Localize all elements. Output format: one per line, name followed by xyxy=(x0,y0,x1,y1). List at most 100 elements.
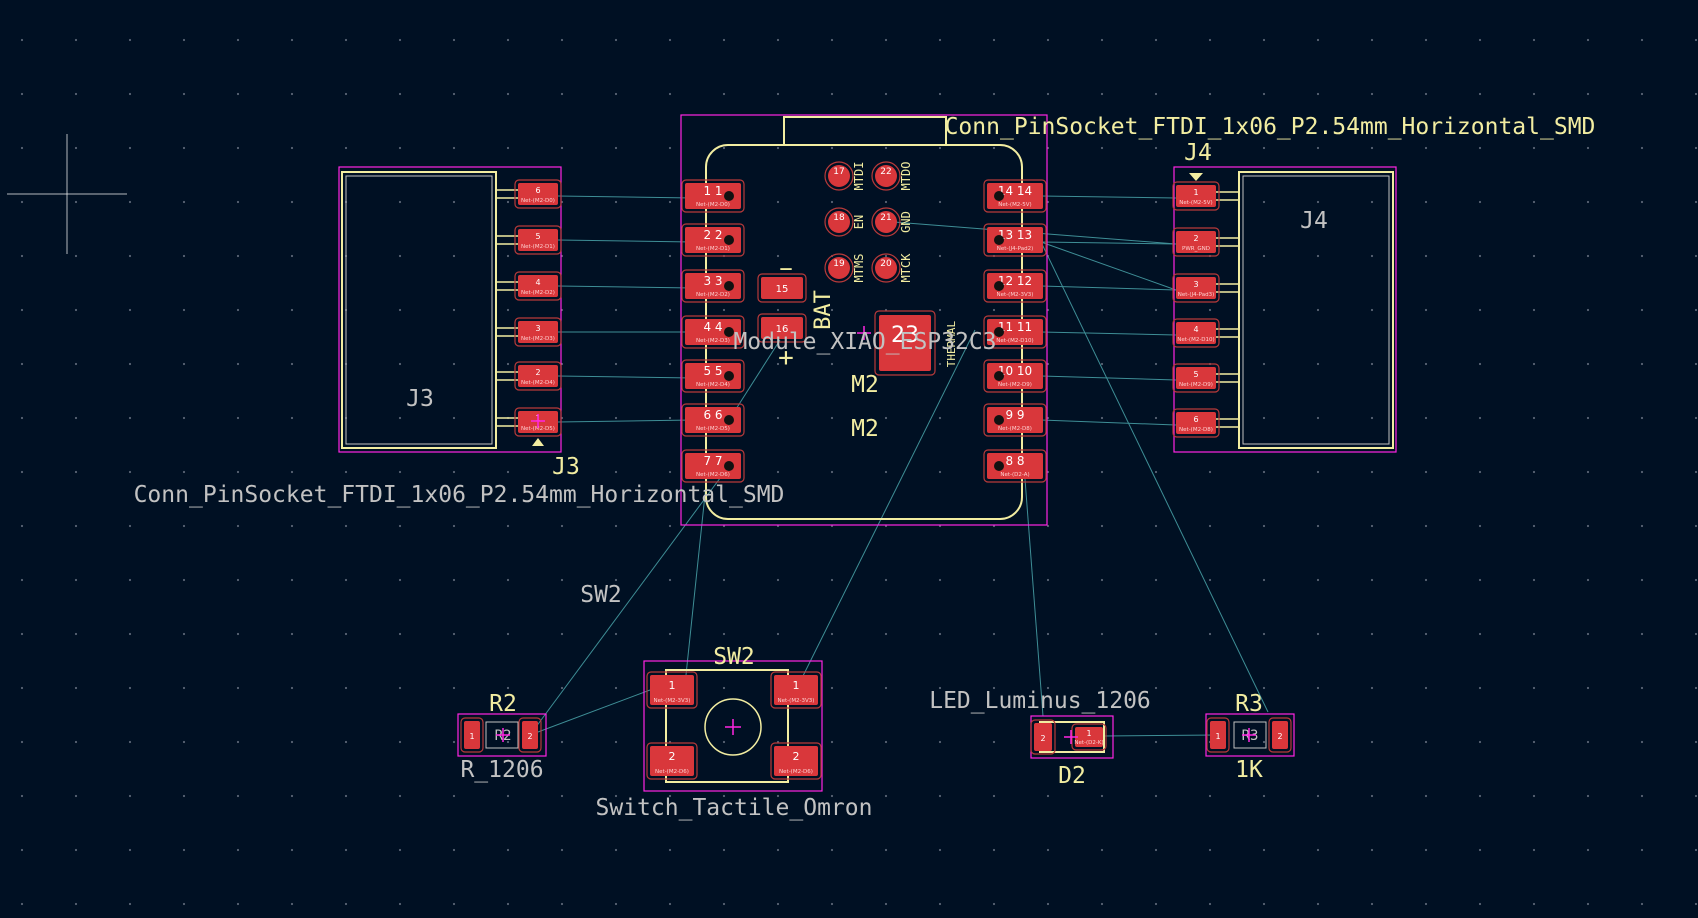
r3-pad-1[interactable]: 1 xyxy=(1206,717,1230,753)
r2-pad-2-clearance xyxy=(518,717,542,753)
r3-pad-2-clearance xyxy=(1268,717,1292,753)
j3-value-label: Conn_PinSocket_FTDI_1x06_P2.54mm_Horizon… xyxy=(134,482,785,508)
m2-bat-label: BAT xyxy=(811,290,836,330)
j3-pad-4-clearance xyxy=(514,271,562,301)
m2-pad-8[interactable]: 8 8 Net-(D2-A) xyxy=(983,449,1047,483)
m2-pad-13-clearance xyxy=(983,223,1047,257)
r2-pad-2[interactable]: 2 xyxy=(518,717,542,753)
m2-thermal-pad[interactable]: 23 xyxy=(874,310,936,376)
m2-value-label: M2 xyxy=(851,416,879,442)
m2-pad-hole xyxy=(724,415,734,425)
footprint-r2[interactable]: 12R2 xyxy=(457,713,547,757)
sw2-pad-2-number: 1 xyxy=(793,679,800,692)
m2-pad-13-net: Net-(J4-Pad2) xyxy=(997,246,1033,252)
footprint-sw2[interactable]: 1Net-(M2-3V3)1Net-(M2-3V3)2Net-(M2-D6)2N… xyxy=(643,660,823,792)
r2-anchor xyxy=(496,728,510,742)
m2-pad-2-number: 2 2 xyxy=(703,228,722,242)
m2-bat-pad-15[interactable]: 15 xyxy=(757,273,807,303)
m2-pad-hole xyxy=(994,327,1004,337)
sw2-pad-3-number: 2 xyxy=(669,750,676,763)
j4-ref-label: J4 xyxy=(1184,140,1212,166)
r3-pad-2-copper xyxy=(1272,721,1288,749)
j3-body-fab xyxy=(345,175,493,445)
j3-anchor xyxy=(531,414,545,428)
sw2-anchor xyxy=(725,719,741,735)
r2-pad-1[interactable]: 1 xyxy=(460,717,484,753)
m2-pad-6-number: 6 6 xyxy=(703,408,722,422)
r3-pad-2[interactable]: 2 xyxy=(1268,717,1292,753)
j4-body-outline xyxy=(1238,171,1394,449)
m2-jtag-num: 18 xyxy=(833,213,845,223)
m2-pad-4-number: 4 4 xyxy=(703,320,722,334)
m2-pad-8-number: 8 8 xyxy=(1005,454,1024,468)
j4-pad-2-net: PWR_GND xyxy=(1182,246,1210,252)
m2-bat-pad-16[interactable]: 16 xyxy=(757,313,807,343)
m2-bat-minus: − xyxy=(779,257,792,282)
m2-pad-9-clearance xyxy=(983,403,1047,437)
d2-pad-1-number: 1 xyxy=(1086,729,1091,738)
j3-pad-6-clearance xyxy=(514,179,562,209)
sw2-pad-1-net: Net-(M2-3V3) xyxy=(654,698,691,704)
sw2-pad-2-clearance xyxy=(770,671,822,709)
sw2-courtyard xyxy=(643,660,823,792)
m2-pad-hole xyxy=(994,461,1004,471)
j4-pad-3-clearance xyxy=(1172,273,1220,303)
j4-pad-4-number: 4 xyxy=(1193,325,1198,334)
j4-pin1-marker xyxy=(1189,173,1203,181)
ratsnest-line xyxy=(1023,465,1044,717)
j4-courtyard xyxy=(1173,166,1397,453)
j4-pad-2-clearance xyxy=(1172,227,1220,257)
m2-pad-1-net: Net-(M2-D0) xyxy=(696,202,730,208)
m2-pad-8-net: Net-(D2-A) xyxy=(1000,472,1029,478)
m2-pad-3-copper xyxy=(685,273,741,299)
r3-fab xyxy=(1233,721,1267,749)
m2-pad-2-clearance xyxy=(681,223,745,257)
r3-pad-1-clearance xyxy=(1206,717,1230,753)
d2-pad-2[interactable]: 2 xyxy=(1030,719,1056,755)
m2-pad-14-number: 14 14 xyxy=(998,184,1032,198)
m2-pad-5-net: Net-(M2-D4) xyxy=(696,382,730,388)
j3-pad-6-copper xyxy=(518,183,558,205)
